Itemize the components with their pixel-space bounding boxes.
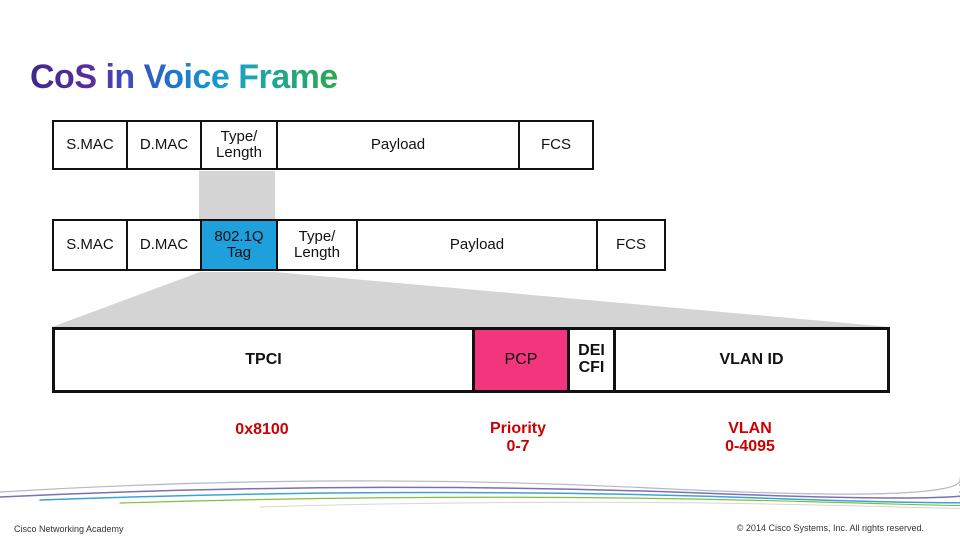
pcp-value: Priority 0-7 bbox=[489, 420, 546, 455]
frame-field-dmac: D.MAC bbox=[126, 122, 200, 168]
expand-wedge-type-length bbox=[199, 171, 275, 219]
page-title: CoS in Voice Frame bbox=[30, 58, 338, 96]
tagged-field-payload: Payload bbox=[356, 221, 596, 269]
tagged-frame: S.MAC D.MAC 802.1Q Tag Type/ Length Payl… bbox=[52, 219, 666, 271]
tagged-field-type-length: Type/ Length bbox=[276, 221, 356, 269]
frame-field-fcs: FCS bbox=[518, 122, 592, 168]
frame-field-type-length: Type/ Length bbox=[200, 122, 276, 168]
vlan-value: VLAN 0-4095 bbox=[725, 420, 775, 455]
tag-field-dei-cfi: DEI CFI bbox=[567, 330, 613, 390]
tagged-field-smac: S.MAC bbox=[66, 236, 114, 254]
frame-field-payload: Payload bbox=[276, 122, 518, 168]
tag-field-vlan-id: VLAN ID bbox=[613, 330, 887, 390]
tag-field-pcp: PCP bbox=[472, 330, 567, 390]
decorative-swoosh bbox=[0, 477, 960, 509]
tpci-value: 0x8100 bbox=[235, 421, 289, 438]
tag-field-tpci: TPCI bbox=[245, 350, 282, 368]
tagged-field-8021q-tag: 802.1Q Tag bbox=[200, 221, 276, 269]
footer-copyright: © 2014 Cisco Systems, Inc. All rights re… bbox=[736, 523, 924, 533]
standard-frame: S.MAC D.MAC Type/ Length Payload FCS bbox=[52, 120, 594, 170]
expand-wedge-tag bbox=[52, 272, 890, 327]
footer-brand: Cisco Networking Academy bbox=[14, 524, 124, 534]
tagged-field-fcs: FCS bbox=[596, 221, 664, 269]
frame-field-smac: S.MAC bbox=[66, 136, 114, 154]
tagged-field-dmac: D.MAC bbox=[126, 221, 200, 269]
tag-detail: TPCI PCP DEI CFI VLAN ID bbox=[52, 327, 890, 393]
